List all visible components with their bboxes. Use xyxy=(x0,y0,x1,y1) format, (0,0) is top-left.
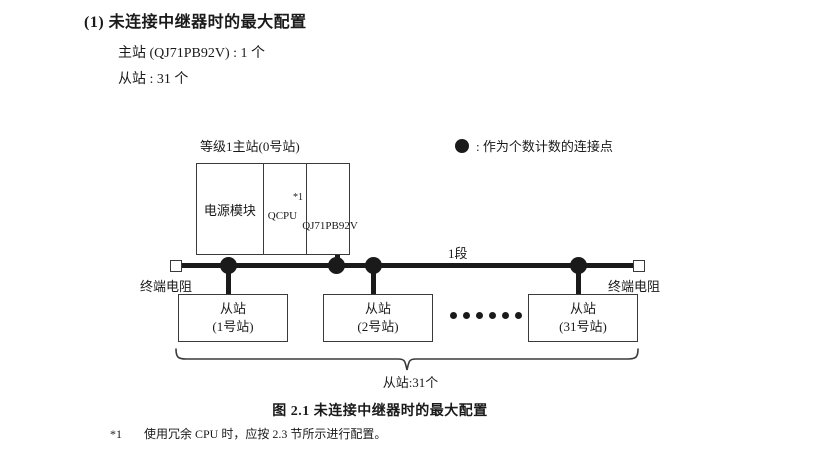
terminating-resistor-left-icon xyxy=(170,260,182,272)
drop-line-slave-1 xyxy=(226,266,231,296)
slave-station-box-1: 从站 (1号站) xyxy=(178,294,288,342)
filled-circle-icon xyxy=(455,138,469,153)
segment-label: 1段 xyxy=(448,246,468,261)
slave-group-label: 从站:31个 xyxy=(382,375,439,390)
master-module-rack: 电源模块 *1 QCPU QJ71 PB92V xyxy=(196,163,358,255)
footnote-text: 使用冗余 CPU 时，应按 2.3 节所示进行配置。 xyxy=(144,427,387,441)
spec-master-count: 主站 (QJ71PB92V) : 1 个 xyxy=(118,46,266,61)
ellipsis-dot xyxy=(502,312,509,319)
ellipsis-dot xyxy=(450,312,457,319)
figure-caption: 图 2.1 未连接中继器时的最大配置 xyxy=(272,404,488,419)
legend: : 作为个数计数的连接点 xyxy=(455,136,613,155)
slave-2-station: (2号站) xyxy=(357,319,399,334)
footnote: *1 使用冗余 CPU 时，应按 2.3 节所示进行配置。 xyxy=(110,425,386,442)
slave-1-station: (1号站) xyxy=(212,319,254,334)
drop-line-slave-2 xyxy=(371,266,376,296)
connection-point-slave-2 xyxy=(365,257,382,274)
module-cell-qcpu: *1 QCPU xyxy=(264,164,307,254)
connection-point-slave-1 xyxy=(220,257,237,274)
footnote-mark: *1 xyxy=(110,427,122,441)
module-cell-power-supply: 电源模块 xyxy=(197,164,264,254)
slave-31-name: 从站 xyxy=(569,301,596,317)
ellipsis-dot xyxy=(463,312,470,319)
terminating-resistor-right-icon xyxy=(633,260,645,272)
ellipsis-dot xyxy=(476,312,483,319)
slave-31-station: (31号站) xyxy=(559,319,607,334)
profibus-bus-line xyxy=(176,263,636,268)
master-station-label: 等级1主站(0号站) xyxy=(200,139,300,154)
module-cell-qj71pb92v-line2: PB92V xyxy=(325,220,358,233)
module-cell-qj71pb92v-line1: QJ71 xyxy=(302,220,326,233)
module-cell-qcpu-label: QCPU xyxy=(267,210,298,222)
spec-slave-count: 从站 : 31 个 xyxy=(118,72,189,87)
connection-point-master xyxy=(328,257,345,274)
terminating-resistor-left-label: 终端电阻 xyxy=(140,279,193,294)
slave-station-box-31: 从站 (31号站) xyxy=(528,294,638,342)
slave-2-name: 从站 xyxy=(364,301,391,317)
module-cell-qj71pb92v: QJ71 PB92V xyxy=(302,164,358,254)
footnote-marker: *1 xyxy=(293,192,303,203)
ellipsis-dot xyxy=(489,312,496,319)
slave-group-brace xyxy=(172,348,642,377)
slave-1-name: 从站 xyxy=(219,301,246,317)
page-title: (1) 未连接中继器时的最大配置 xyxy=(84,14,307,31)
ellipsis-dots xyxy=(450,312,522,319)
terminating-resistor-right-label: 终端电阻 xyxy=(608,279,661,294)
ellipsis-dot xyxy=(515,312,522,319)
legend-label: : 作为个数计数的连接点 xyxy=(476,139,613,154)
connection-point-slave-31 xyxy=(570,257,587,274)
drop-line-slave-31 xyxy=(576,266,581,296)
slave-station-box-2: 从站 (2号站) xyxy=(323,294,433,342)
